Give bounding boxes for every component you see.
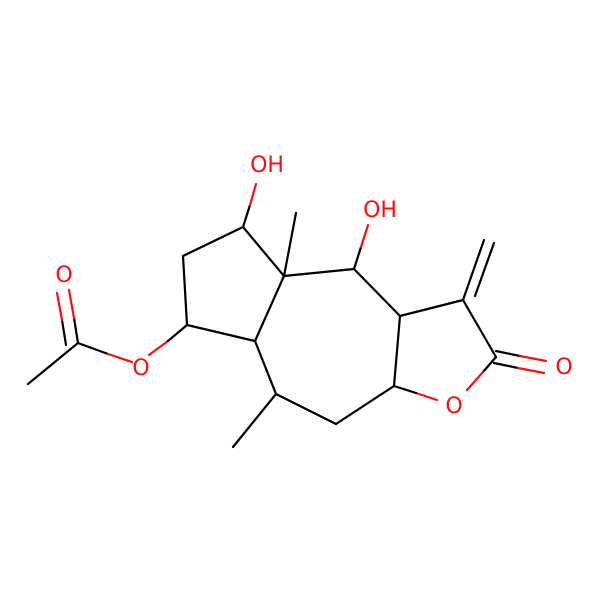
bond-oh-top-b: [248, 182, 258, 207]
oh-label-right: OH: [363, 198, 397, 223]
bond-7r-3: [392, 314, 402, 388]
oxygen-label-ester: O: [132, 356, 149, 381]
bond-lac-1: [398, 298, 465, 318]
bond-ester-c: [147, 339, 170, 357]
bond-oh-top-a: [241, 203, 252, 229]
bond-lac-co-1a: [494, 349, 522, 358]
bond-ester-a: [76, 341, 110, 356]
bond-cp-3: [241, 225, 286, 278]
bond-methylene-2: [473, 241, 496, 298]
bond-carbonyl-acetyl-d: [55, 291, 64, 322]
bond-methyl-acetyl: [26, 341, 80, 386]
bond-cp-2: [181, 225, 245, 258]
bond-7r-2: [352, 267, 402, 318]
bond-cp-4: [253, 274, 286, 343]
bond-oh-right-a: [352, 245, 363, 271]
bond-7r-4: [334, 384, 396, 426]
oxygen-label-lactone-ring: O: [445, 394, 462, 419]
bond-7r-1: [282, 267, 356, 278]
bond-lac-2: [461, 298, 498, 359]
bond-lac-co-2a: [492, 361, 520, 370]
bond-ester-d: [166, 323, 189, 343]
bond-lac-3a: [481, 355, 498, 374]
bond-lac-4b: [392, 384, 418, 395]
bond-7r-6: [253, 339, 278, 396]
bond-carbonyl-acetyl-a: [72, 316, 80, 345]
bond-cp-5: [185, 323, 257, 343]
oh-label-top: OH: [250, 153, 284, 178]
bond-oh-right-b: [359, 223, 370, 249]
bond-lac-co-1b: [518, 354, 548, 363]
bond-7r-5: [274, 392, 338, 426]
bond-carbonyl-acetyl-b: [67, 288, 76, 320]
bond-cp-1: [181, 254, 189, 327]
bond-lac-3b: [465, 370, 485, 392]
bond-angular-methyl: [282, 211, 298, 278]
bond-methyl-7r: [231, 392, 278, 449]
bond-ester-b: [106, 352, 134, 364]
oxygen-label-acetyl-carbonyl: O: [55, 263, 72, 288]
bond-lac-4a: [414, 391, 439, 402]
bond-carbonyl-acetyl-c: [60, 318, 68, 347]
bond-lac-co-2b: [516, 366, 546, 375]
bond-methylene-1: [461, 238, 486, 302]
oxygen-label-lactone-carbonyl: O: [555, 355, 572, 380]
